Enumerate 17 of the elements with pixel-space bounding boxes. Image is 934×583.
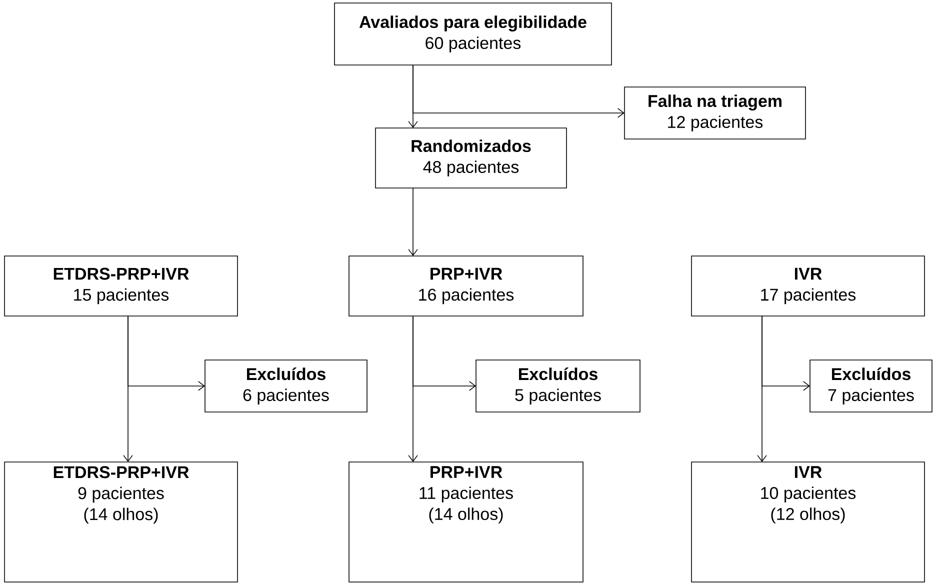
arrow (128, 316, 206, 391)
process-box: Excluídos 6 pacientes (204, 360, 368, 412)
process-box: ETDRS-PRP+IVR 9 pacientes (14 olhos) (4, 462, 238, 582)
arrow (412, 316, 476, 391)
process-box: Excluídos 5 pacientes (476, 360, 640, 412)
process-box: PRP+IVR 16 pacientes (348, 256, 584, 316)
arrow (412, 64, 624, 118)
process-box: IVR 17 pacientes (691, 256, 925, 316)
process-box: Excluídos 7 pacientes (810, 360, 932, 412)
process-box: Randomizados 48 pacientes (375, 128, 567, 188)
process-box: PRP+IVR 11 pacientes (14 olhos) (348, 462, 584, 582)
arrow (762, 316, 810, 391)
process-box: ETDRS-PRP+IVR 15 pacientes (4, 256, 238, 316)
process-box: IVR 10 pacientes (12 olhos) (691, 462, 925, 582)
process-box: Falha na triagem 12 pacientes (624, 86, 806, 140)
arrow (408, 188, 418, 256)
process-box: Avaliados para elegibilidade 60 pacientes (334, 2, 612, 66)
